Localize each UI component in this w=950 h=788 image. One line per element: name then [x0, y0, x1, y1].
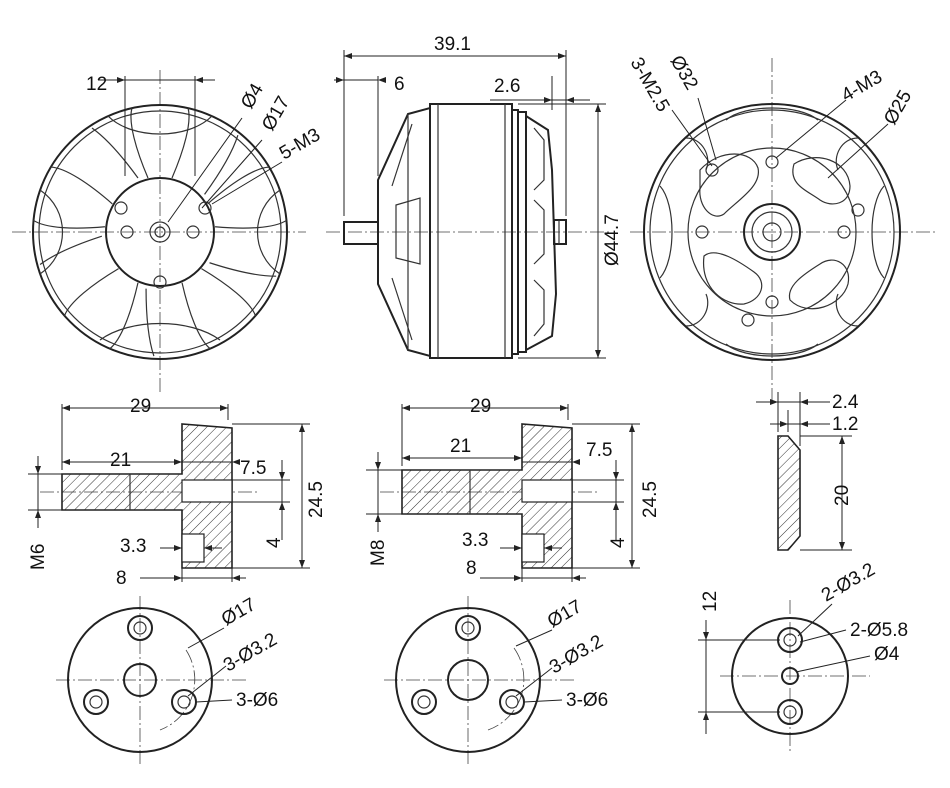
side-dim-6: 6: [394, 74, 405, 95]
rear-dim-d25: Ø25: [880, 87, 916, 129]
front-dim-12: 12: [86, 74, 107, 95]
adapter-m8-dim-29: 29: [470, 396, 491, 417]
adapter-m6-dim-21: 21: [110, 450, 131, 471]
plate-dim-2-4: 2.4: [832, 392, 859, 413]
plate-dim-20: 20: [832, 485, 853, 506]
adapter-m6-dim-3-3: 3.3: [120, 536, 146, 557]
adapter-m6-dim-8: 8: [116, 568, 127, 589]
base1-view: [56, 596, 246, 764]
adapter-m8-dim-8: 8: [466, 558, 477, 579]
base1-dim-3d3-2: 3-Ø3.2: [220, 629, 281, 676]
plate-dim-2d3-2: 2-Ø3.2: [818, 559, 879, 606]
front-dim-d17: Ø17: [258, 93, 294, 135]
base1-dim-3d6: 3-Ø6: [236, 690, 278, 711]
plate-dim-2d5-8: 2-Ø5.8: [850, 620, 908, 641]
front-spokes: [33, 107, 287, 357]
adapter-m8-dim-21: 21: [450, 436, 471, 457]
front-dim-5m3: 5-M3: [276, 124, 324, 164]
adapter-m6-dim-29: 29: [130, 396, 151, 417]
plate-dim-12: 12: [700, 591, 721, 612]
adapter-m6-dim-24-5: 24.5: [306, 481, 327, 518]
side-view: [326, 50, 612, 359]
plate-face-view: [698, 600, 871, 754]
adapter-m6-thread: M6: [28, 544, 49, 570]
front-dim-d4: Ø4: [237, 80, 268, 113]
base2-dim-3d6: 3-Ø6: [566, 690, 608, 711]
plate-side-view: [756, 392, 852, 551]
adapter-m8-dim-3-3: 3.3: [462, 530, 488, 551]
adapter-m8-dim-24-5: 24.5: [640, 481, 661, 518]
adapter-m6-view: [28, 404, 310, 582]
adapter-m8-dim-4: 4: [608, 537, 629, 548]
rear-dim-d32: Ø32: [666, 52, 702, 94]
plate-dim-1-2: 1.2: [832, 414, 858, 435]
side-dim-d44-7: Ø44.7: [602, 214, 623, 266]
side-dim-39-1: 39.1: [434, 34, 471, 55]
side-dim-2-6: 2.6: [494, 76, 520, 97]
front-view: [12, 70, 306, 392]
rear-view: [630, 58, 936, 400]
adapter-m8-dim-7-5: 7.5: [586, 440, 612, 461]
rear-dim-4m3: 4-M3: [838, 66, 886, 106]
base2-dim-d17: Ø17: [544, 596, 586, 632]
adapter-m6-dim-4: 4: [264, 537, 285, 548]
base2-dim-3d3-2: 3-Ø3.2: [546, 631, 607, 678]
base1-dim-d17: Ø17: [218, 594, 260, 630]
adapter-m8-thread: M8: [368, 540, 389, 566]
plate-dim-d4: Ø4: [874, 644, 900, 665]
adapter-m8-view: [366, 404, 640, 582]
base2-view: [384, 596, 574, 764]
adapter-m6-dim-7-5: 7.5: [240, 458, 266, 479]
